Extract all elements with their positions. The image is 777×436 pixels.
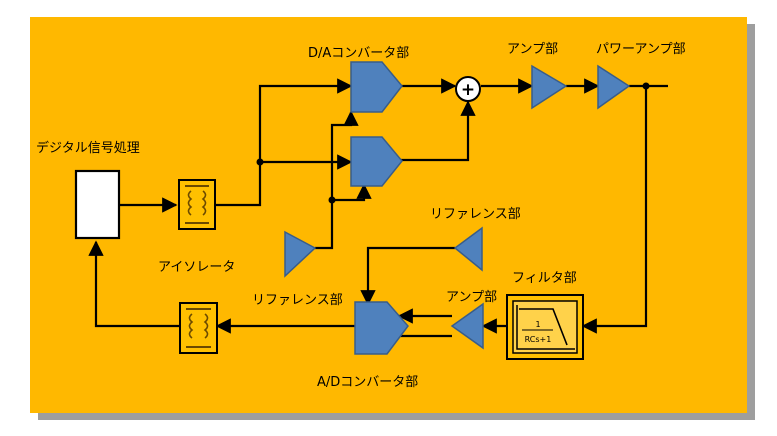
junction-dot — [256, 158, 264, 166]
amp-bottom-block — [450, 302, 484, 350]
label-dac: D/Aコンバータ部 — [308, 46, 409, 61]
junction-dot — [642, 82, 650, 90]
wire-feedback-to-filter — [581, 86, 648, 334]
dac-bottom-block — [350, 136, 403, 187]
filter-response-curve — [516, 305, 575, 350]
label-adc: A/Dコンバータ部 — [317, 375, 418, 390]
filter-response-curve — [519, 308, 568, 346]
reference-right-block — [453, 226, 483, 272]
label-amp-bottom: アンプ部 — [446, 290, 497, 305]
isolator-bottom-coil — [188, 313, 194, 339]
label-reference-right: リファレンス部 — [430, 207, 521, 222]
label-dsp: デジタル信号処理 — [36, 140, 140, 156]
junction-dots — [256, 82, 650, 204]
isolator-bottom-coil — [203, 313, 209, 339]
labels: デジタル信号処理 アイソレータ D/Aコンバータ部 アンプ部 パワーアンプ部 リ… — [36, 42, 686, 390]
wire-ref-left-up — [315, 200, 334, 250]
power-amp-block — [597, 64, 631, 110]
wire-ref-to-dac-top — [330, 110, 359, 200]
label-filter: フィルタ部 — [512, 271, 577, 286]
wire-isolator-to-dsp — [88, 240, 180, 328]
amp-top-block — [531, 64, 568, 110]
isolator-bottom-body — [179, 302, 218, 354]
dsp-block — [74, 169, 121, 240]
dac-top-block — [350, 61, 403, 113]
wire-ref-right-to-adc — [360, 246, 455, 306]
adc-block — [354, 301, 409, 355]
summing-plus-symbol: + — [461, 80, 475, 100]
wire-dac-bottom-to-summer — [401, 100, 476, 162]
isolator-bottom — [179, 302, 218, 354]
label-amp-top: アンプ部 — [507, 42, 558, 57]
summing-junction — [455, 76, 481, 102]
filter-denominator: RCs+1 — [525, 335, 552, 344]
wire-bus-to-dac-top — [258, 78, 353, 162]
filter-block: 1 RCs+1 — [506, 294, 584, 360]
label-isolator: アイソレータ — [158, 260, 235, 275]
reference-left-block — [284, 230, 317, 278]
label-reference-left: リファレンス部 — [252, 293, 343, 308]
wire-ref-to-dac-bottom — [332, 183, 372, 202]
filter-numerator: 1 — [535, 320, 540, 329]
wire-isolator-to-bus — [215, 162, 262, 207]
isolator-top — [178, 179, 216, 230]
isolator-top-body — [178, 179, 216, 230]
isolator-top-coil — [201, 190, 207, 216]
isolator-top-coil — [187, 190, 193, 216]
junction-dot — [328, 196, 336, 204]
label-power-amp: パワーアンプ部 — [596, 42, 686, 57]
